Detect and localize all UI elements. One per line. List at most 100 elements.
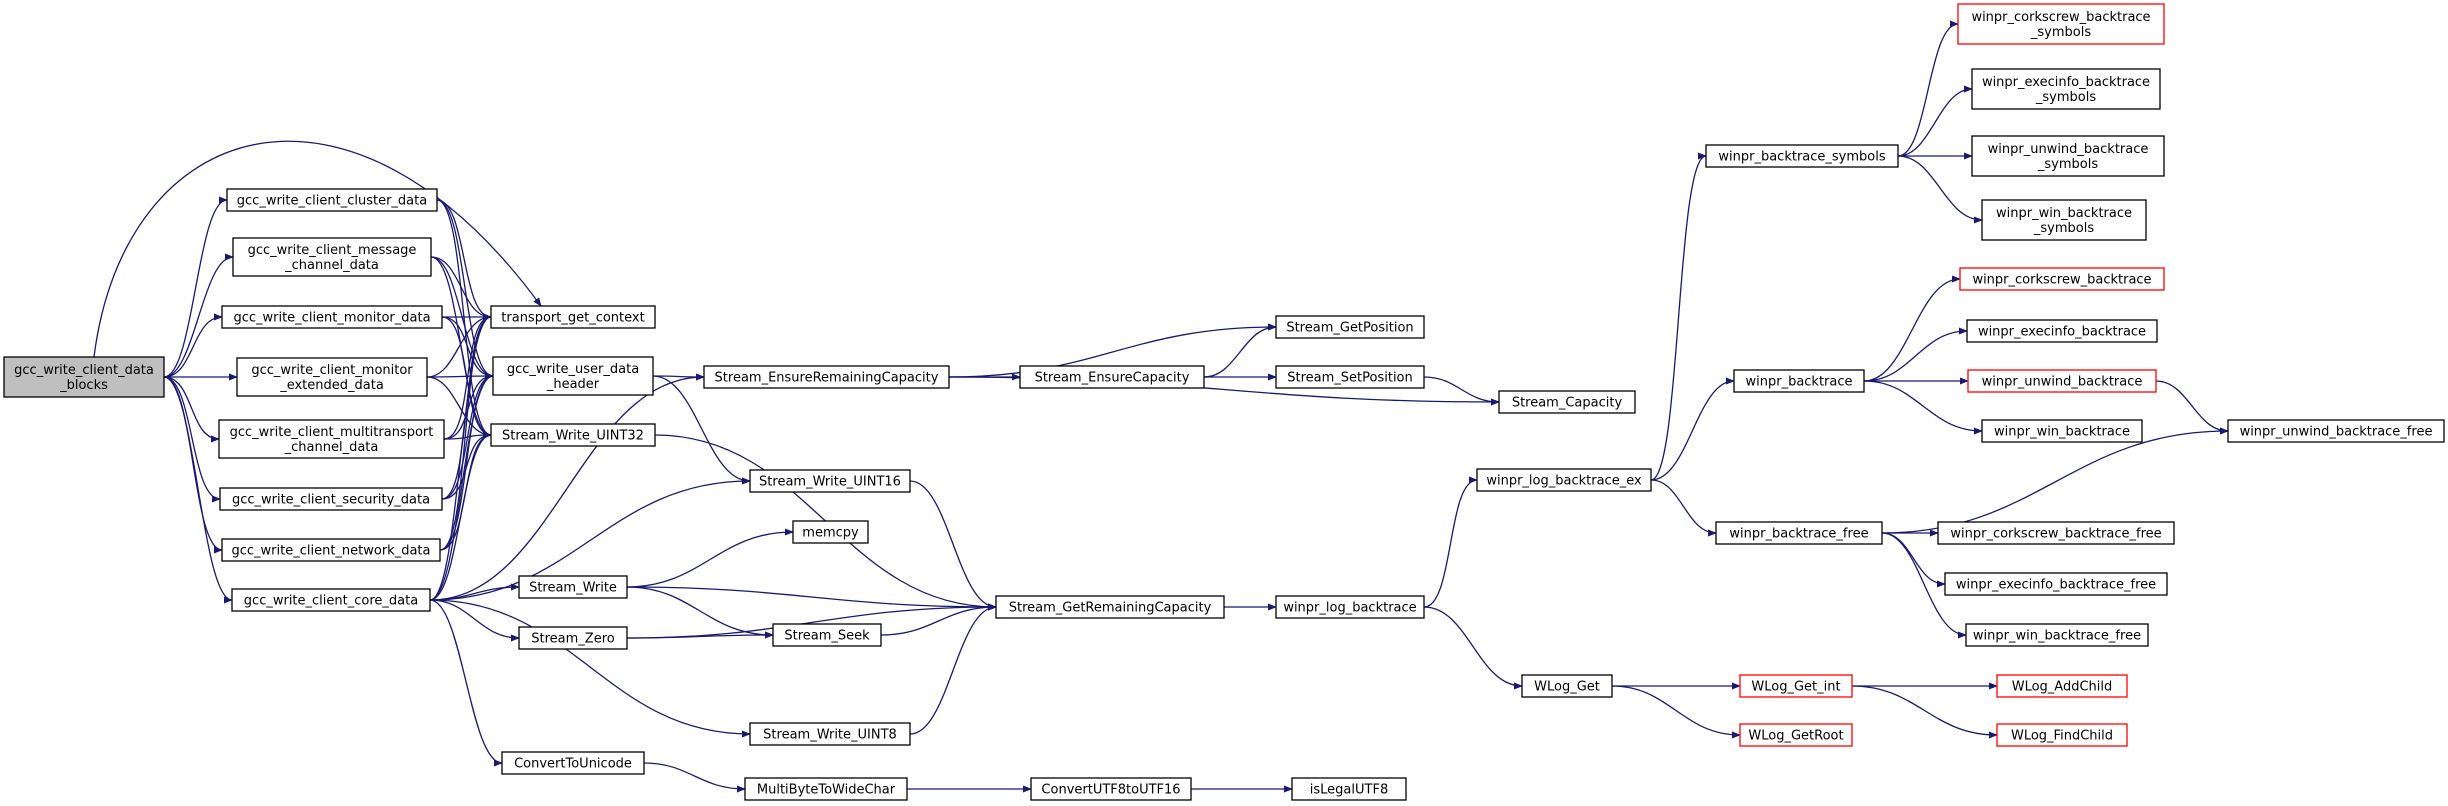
node-box [1019,365,1205,389]
function-node-utf8to16[interactable]: ConvertUTF8toUTF16 [1030,777,1192,801]
call-edge-swrite-to-getrem [626,586,997,611]
node-box [1498,390,1636,414]
node-label: _symbols [2030,25,2091,40]
call-edge-uint16-to-getrem [909,480,997,611]
function-node-szero[interactable]: Stream_Zero [518,626,628,650]
function-node-bt[interactable]: winpr_backtrace [1733,369,1865,393]
function-node-exec-free[interactable]: winpr_execinfo_backtrace_free [1944,572,2168,596]
node-box [1996,723,2128,747]
call-edge-root-to-message [163,253,234,378]
function-node-win-bt[interactable]: winpr_win_backtrace [1981,419,2143,443]
node-label: winpr_win_backtrace [1996,206,2132,221]
function-node-islegal[interactable]: isLegalUTF8 [1291,777,1407,801]
call-edge-unwind_bt-to-unwind_free [2155,380,2229,435]
node-box [1965,623,2149,647]
function-node-cork-bt[interactable]: winpr_corkscrew_backtrace [1959,267,2165,291]
call-edge-swrite-to-sseek [626,586,774,639]
function-node-transport[interactable]: transport_get_context [490,305,656,329]
node-box [226,188,438,212]
function-node-monitor-ext[interactable]: gcc_write_client_monitor_extended_data [236,357,428,397]
function-node-memcpy[interactable]: memcpy [792,520,869,544]
node-label: _channel_data [284,258,379,273]
function-node-wlog-get-int[interactable]: WLog_Get_int [1739,674,1853,698]
function-node-ensure-cap[interactable]: Stream_EnsureCapacity [1019,365,1205,389]
node-label: winpr_win_backtrace [1994,425,2130,440]
call-edge-core-to-szero [429,599,520,642]
node-box [1291,777,1407,801]
function-node-monitor[interactable]: gcc_write_client_monitor_data [221,305,443,329]
function-node-swrite[interactable]: Stream_Write [518,575,628,599]
function-node-wlog-get[interactable]: WLog_Get [1521,674,1613,698]
call-edge-cluster-to-user_header [436,199,494,380]
function-node-capacity[interactable]: Stream_Capacity [1498,390,1636,414]
function-node-unwind-sym[interactable]: winpr_unwind_backtrace_symbols [1971,135,2165,177]
function-node-setpos[interactable]: Stream_SetPosition [1275,365,1425,389]
function-node-wlog-addchild[interactable]: WLog_AddChild [1996,674,2128,698]
function-node-getpos[interactable]: Stream_GetPosition [1275,315,1425,339]
function-node-uint32[interactable]: Stream_Write_UINT32 [490,423,656,447]
call-edge-monitor_ext-to-uint32 [426,376,492,439]
node-label: WLog_FindChild [2011,729,2113,744]
call-edge-root-to-transport [93,140,542,358]
node-label: winpr_unwind_backtrace [1988,142,2149,157]
function-node-tounicode[interactable]: ConvertToUnicode [501,751,645,775]
function-node-multitransport[interactable]: gcc_write_client_multitransport_channel_… [218,419,445,459]
function-node-unwind-bt[interactable]: winpr_unwind_backtrace [1967,369,2157,393]
function-nodes: gcc_write_client_data_blocks gcc_write_cl… [3,3,2445,801]
node-label: winpr_backtrace_free [1729,527,1868,542]
node-box [1971,68,2161,110]
node-label: Stream_EnsureCapacity [1035,371,1190,386]
node-box [1967,369,2157,393]
call-edge-root-to-cluster [163,196,228,378]
function-node-wlog-findchild[interactable]: WLog_FindChild [1996,723,2128,747]
call-edge-root-to-monitor [163,313,223,378]
node-label: Stream_Write [529,581,617,596]
function-node-sseek[interactable]: Stream_Seek [772,623,882,647]
function-node-getrem[interactable]: Stream_GetRemainingCapacity [995,595,1225,619]
function-node-unwind-free[interactable]: winpr_unwind_backtrace_free [2227,419,2445,443]
function-node-user-header[interactable]: gcc_write_user_data_header [492,356,654,396]
function-node-win-sym[interactable]: winpr_win_backtrace_symbols [1981,199,2147,241]
call-edge-bt_free-to-win_free [1881,532,1967,639]
function-node-root[interactable]: gcc_write_client_data_blocks [3,356,165,398]
node-label: Stream_GetPosition [1286,321,1413,336]
function-node-uint16[interactable]: Stream_Write_UINT16 [749,469,911,493]
function-node-log-bt[interactable]: winpr_log_backtrace [1275,595,1425,619]
function-node-wlog-getroot[interactable]: WLog_GetRoot [1739,723,1853,747]
function-node-ensure-rem[interactable]: Stream_EnsureRemainingCapacity [703,365,950,389]
function-node-cork-sym[interactable]: winpr_corkscrew_backtrace_symbols [1957,3,2165,45]
node-label: Stream_EnsureRemainingCapacity [715,371,939,386]
node-box [749,722,911,746]
call-edge-szero-to-getrem [626,603,997,639]
node-label: Stream_Write_UINT32 [502,429,644,444]
node-box [995,595,1225,619]
node-box [1275,595,1425,619]
node-box [518,575,628,599]
function-node-core[interactable]: gcc_write_client_core_data [231,588,431,612]
function-node-cluster[interactable]: gcc_write_client_cluster_data [226,188,438,212]
node-label: winpr_unwind_backtrace_free [2240,425,2433,440]
call-edge-monitor_ext-to-transport [426,313,492,378]
function-node-bt-symbols[interactable]: winpr_backtrace_symbols [1705,144,1899,168]
function-node-mb2wc[interactable]: MultiByteToWideChar [744,777,908,801]
node-label: gcc_write_client_monitor [251,363,413,378]
function-node-bt-free[interactable]: winpr_backtrace_free [1715,521,1883,545]
node-box [219,487,443,511]
node-label: winpr_execinfo_backtrace_free [1956,578,2156,593]
function-node-cork-free[interactable]: winpr_corkscrew_backtrace_free [1937,521,2175,545]
function-node-message[interactable]: gcc_write_client_message_channel_data [232,237,432,277]
function-node-exec-sym[interactable]: winpr_execinfo_backtrace_symbols [1971,68,2161,110]
function-node-network[interactable]: gcc_write_client_network_data [221,538,441,562]
function-node-uint8[interactable]: Stream_Write_UINT8 [749,722,911,746]
call-edge-core-to-ensure_rem [429,373,705,601]
node-box [1739,674,1853,698]
function-node-security[interactable]: gcc_write_client_security_data [219,487,443,511]
function-node-exec-bt[interactable]: winpr_execinfo_backtrace [1966,319,2158,343]
function-node-win-free[interactable]: winpr_win_backtrace_free [1965,623,2149,647]
call-edge-swrite-to-memcpy [626,528,794,588]
node-label: WLog_Get_int [1751,680,1840,695]
node-label: Stream_Capacity [1512,396,1623,411]
function-node-log-bt-ex[interactable]: winpr_log_backtrace_ex [1476,468,1652,492]
node-label: winpr_execinfo_backtrace [1982,75,2150,90]
call-edge-message-to-transport [430,256,492,321]
